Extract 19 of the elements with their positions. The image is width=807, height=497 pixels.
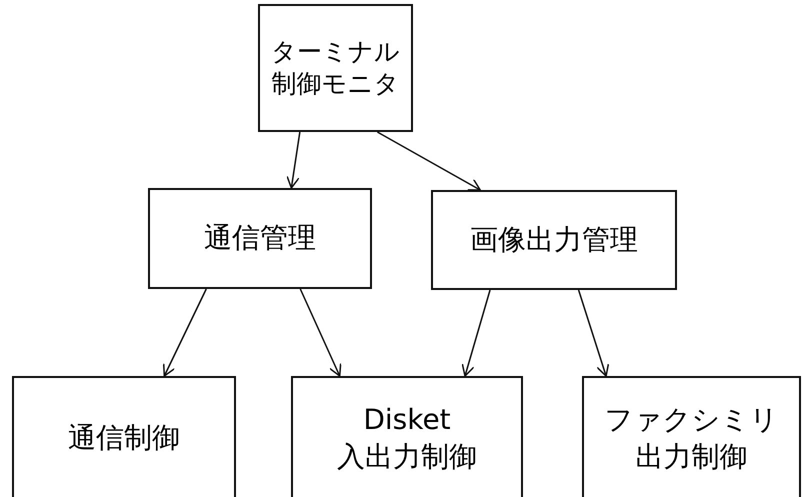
arrow [162,288,207,377]
box-label: 通信管理 [204,220,316,256]
box-label: 画像出力管理 [470,222,638,258]
process-box [258,4,413,132]
process-box [431,190,677,290]
arrow [462,290,491,377]
box-label: ターミナル制御モニタ [270,36,401,100]
box-label: Disket [363,402,451,438]
box-label: ファクシミリ出力制御 [604,402,780,474]
process-box [148,188,372,289]
process-box [291,376,523,497]
process-box [582,376,801,497]
process-box [12,376,236,497]
arrow [376,131,481,191]
box-label: 入出力制御 [337,438,477,474]
arrow [578,290,610,377]
arrow [300,288,342,377]
box-label: 通信制御 [68,420,180,456]
arrow [286,132,301,189]
